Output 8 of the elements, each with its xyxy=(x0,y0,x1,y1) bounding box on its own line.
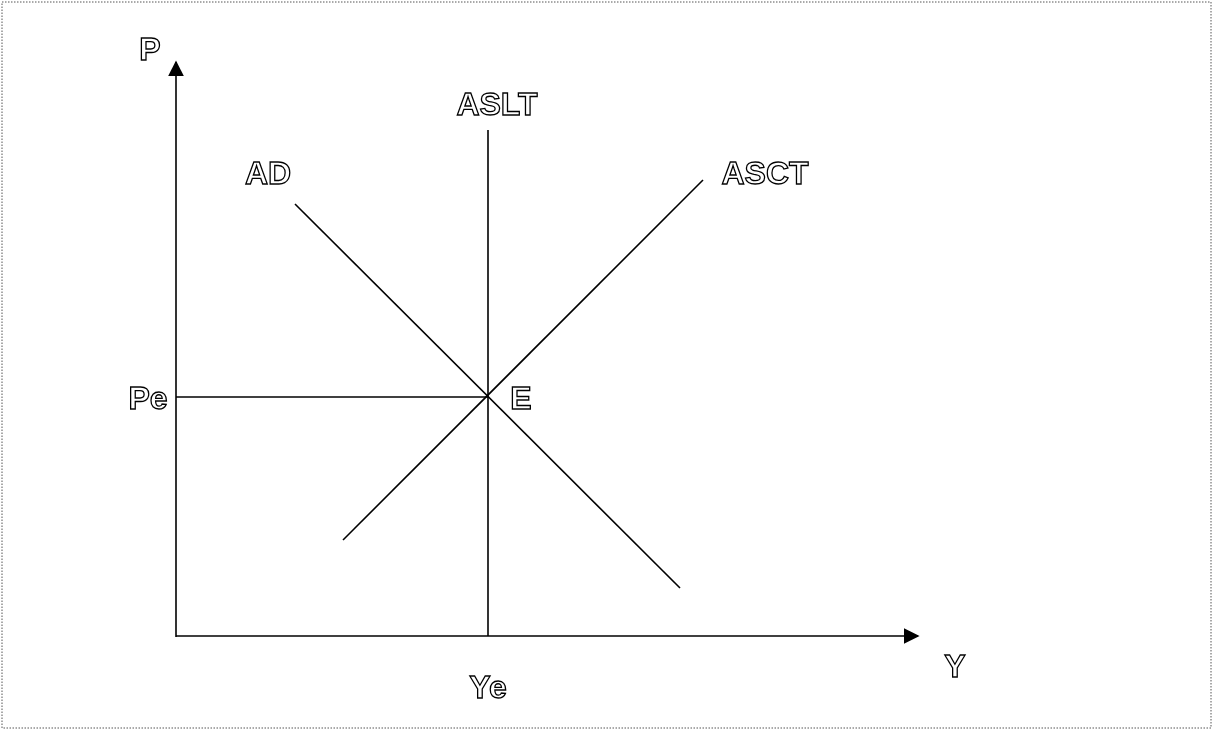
curve-label: ASLT xyxy=(456,86,538,122)
axis-tick-label: Ye xyxy=(469,669,507,705)
curve-label: ASCT xyxy=(721,155,809,191)
axis-label: P xyxy=(139,31,161,67)
point-label: E xyxy=(510,380,532,416)
axis-label: Y xyxy=(944,648,966,684)
curve-label: AD xyxy=(244,155,292,191)
axis-tick-label: Pe xyxy=(128,380,168,416)
